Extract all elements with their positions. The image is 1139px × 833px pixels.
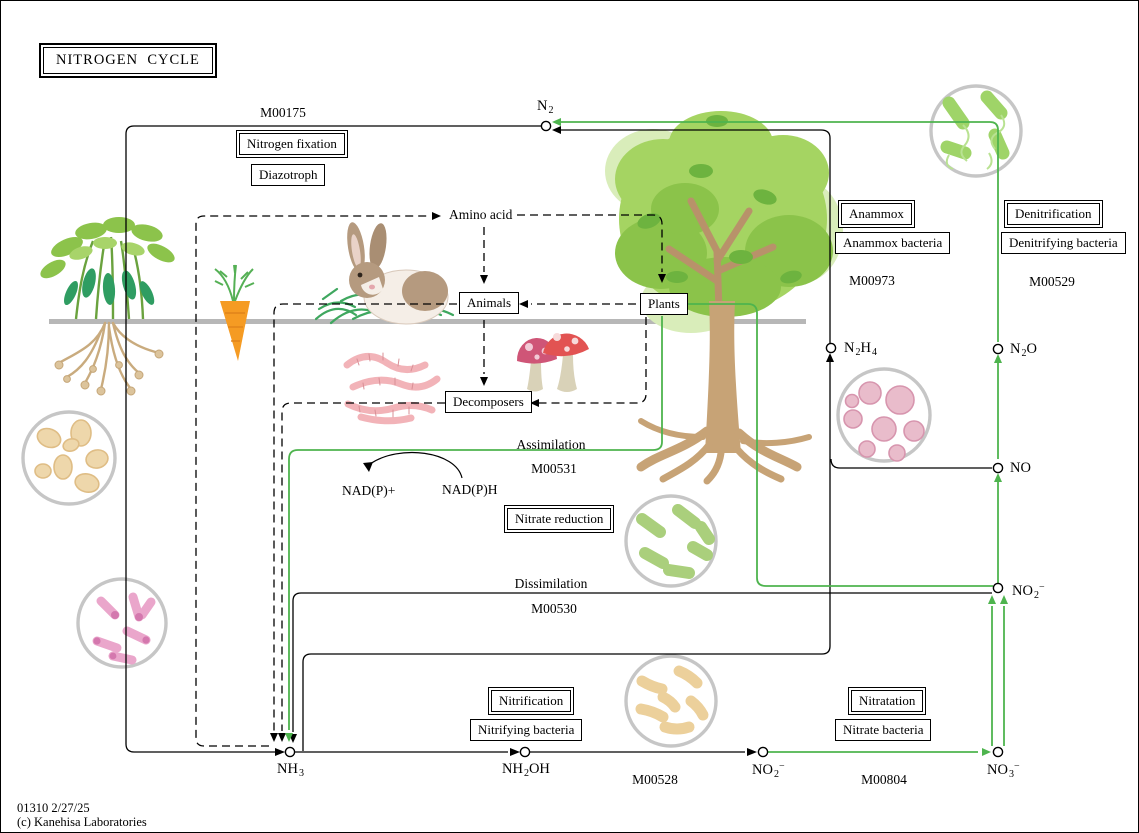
module-id-m00529[interactable]: M00529	[1029, 274, 1075, 289]
no2-to-plants-line	[685, 303, 993, 587]
denitrifying-bacteria-box[interactable]: Denitrifying bacteria	[1001, 232, 1126, 254]
module-id-m00804[interactable]: M00804	[861, 772, 907, 787]
assimilation-line	[288, 316, 663, 730]
module-id-m00973[interactable]: M00973	[849, 273, 895, 288]
denitrification-box[interactable]: Denitrification	[1007, 203, 1100, 225]
green-pathway-lines	[288, 121, 1005, 753]
diazotroph-box[interactable]: Diazotroph	[251, 164, 326, 186]
module-id-m00528[interactable]: M00528	[632, 772, 678, 787]
plants-box: Plants	[640, 293, 688, 315]
n2-label: N2	[537, 98, 554, 116]
n2o-to-n2-line	[557, 121, 999, 342]
tree-illustration	[605, 111, 843, 485]
amino-acid-to-plants-line	[517, 214, 663, 272]
map-footer: 01310 2/27/25 (c) Kanehisa Laboratories	[17, 801, 147, 830]
nh2oh-node[interactable]	[519, 746, 531, 758]
denitrifier-microbe-circle	[76, 577, 168, 669]
worms-illustration	[343, 352, 441, 425]
animals-to-nh3-line	[273, 303, 457, 731]
map-copyright: (c) Kanehisa Laboratories	[17, 815, 147, 830]
nitrifier-microbe-circle	[624, 654, 718, 748]
nh2oh-label: NH2OH	[502, 761, 550, 779]
nh3-node[interactable]	[284, 746, 296, 758]
module-id-m00530[interactable]: M00530	[531, 601, 577, 616]
nitrate-reduction-box[interactable]: Nitrate reduction	[507, 508, 612, 530]
diazotroph-microbe-circle	[929, 84, 1023, 178]
anammox-microbe-circle	[836, 367, 932, 463]
n2o-label: N2O	[1010, 341, 1037, 359]
nh3-to-anammox-line	[302, 362, 831, 751]
no-to-anammox-line	[830, 458, 992, 469]
module-id-m00531[interactable]: M00531	[531, 461, 577, 476]
nadph-label: NAD(P)H	[442, 482, 498, 497]
no2-bottom-node[interactable]	[757, 746, 769, 758]
no2-bottom-label: NO2−	[752, 761, 785, 780]
nadph-cofactor-arc	[369, 451, 463, 479]
nitrification-box[interactable]: Nitrification	[491, 690, 572, 712]
nitrogen-fixation-line	[125, 125, 541, 753]
nitrogen-fixation-box[interactable]: Nitrogen fixation	[239, 133, 345, 155]
mushrooms-illustration	[516, 333, 589, 392]
amino-acid-label: Amino acid	[449, 207, 513, 222]
nh3-label: NH3	[277, 761, 304, 779]
compound-nodes	[284, 120, 1004, 758]
dissimilation-label: Dissimilation	[514, 576, 588, 591]
n2h4-label: N2H4	[844, 340, 877, 358]
map-title: NITROGEN CYCLE	[43, 47, 213, 74]
nh3-to-amino-acid-line	[195, 215, 431, 747]
module-id-m00175[interactable]: M00175	[260, 105, 306, 120]
decomposers-box: Decomposers	[445, 391, 532, 413]
no-node[interactable]	[992, 462, 1004, 474]
soil-ground-line	[49, 319, 806, 324]
no3-label: NO3−	[987, 761, 1020, 780]
assimilation-label: Assimilation	[516, 437, 586, 452]
carrot-illustration	[214, 264, 255, 361]
animals-box: Animals	[459, 292, 520, 314]
n2-node[interactable]	[540, 120, 552, 132]
legume-plant-illustration	[40, 217, 175, 396]
nitrate-bacteria-box[interactable]: Nitrate bacteria	[835, 719, 932, 741]
dissimilation-line	[292, 592, 992, 732]
no-label: NO	[1010, 460, 1031, 476]
no2-right-label: NO2−	[1012, 582, 1045, 601]
anammox-to-n2-line	[557, 129, 831, 343]
rhizobia-microbe-circle	[21, 410, 117, 506]
nitrate-reducer-microbe-circle	[624, 494, 718, 588]
n2h4-node[interactable]	[825, 342, 837, 354]
plants-to-decomposers-line	[539, 317, 647, 404]
nitrifying-bacteria-box[interactable]: Nitrifying bacteria	[470, 719, 583, 741]
rabbit-illustration	[314, 222, 455, 325]
n2o-node[interactable]	[992, 343, 1004, 355]
anammox-box[interactable]: Anammox	[841, 203, 912, 225]
black-pathway-lines	[125, 125, 992, 753]
map-version: 01310 2/27/25	[17, 801, 90, 815]
no3-node[interactable]	[992, 746, 1004, 758]
no2-right-node[interactable]	[992, 582, 1004, 594]
decomposers-to-nh3-line	[281, 402, 445, 731]
nitratation-box[interactable]: Nitratation	[851, 690, 924, 712]
organic-dashed-lines	[195, 214, 663, 747]
green-arrowheads	[285, 118, 1008, 756]
nadp-plus-label: NAD(P)+	[342, 483, 396, 498]
anammox-bacteria-box[interactable]: Anammox bacteria	[835, 232, 951, 254]
